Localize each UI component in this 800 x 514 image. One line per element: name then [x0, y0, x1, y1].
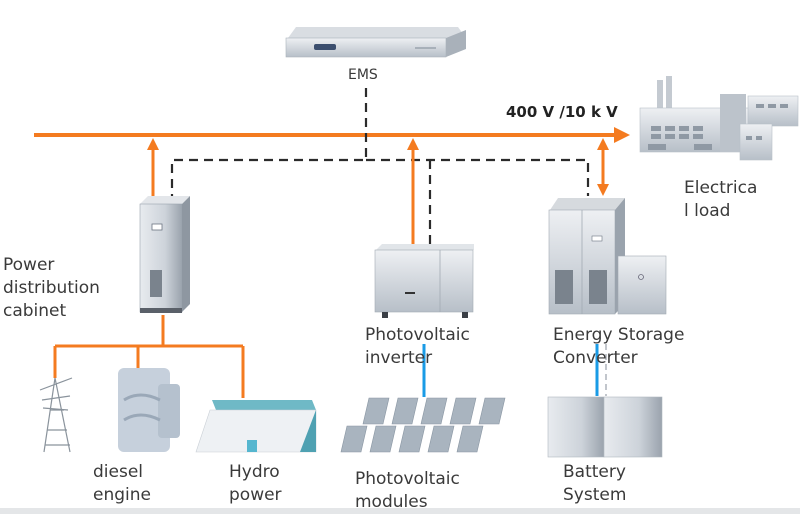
- pv-panel: [427, 425, 455, 453]
- bus-arrow-icon: [614, 127, 630, 143]
- pv-panel: [369, 425, 397, 453]
- power-uplinks: [53, 138, 609, 398]
- pv-modules-label: Photovoltaic modules: [355, 469, 460, 512]
- diesel-engine-icon: [118, 368, 180, 452]
- pv-modules-icon: [340, 397, 506, 453]
- storage-converter-label: Energy Storage Converter: [553, 325, 685, 368]
- pv-inverter-label: Photovoltaic inverter: [365, 325, 470, 368]
- electrical-load-label: Electrica l load: [684, 178, 758, 221]
- dc-lines: [422, 344, 607, 397]
- pv-panel: [398, 425, 426, 453]
- factory-icon: [639, 76, 799, 161]
- ems-label: EMS: [348, 67, 378, 83]
- pv-panel: [456, 425, 484, 453]
- pv-inverter-icon: [374, 244, 474, 318]
- hydro-power-label: Hydro power: [229, 462, 282, 505]
- distribution-cabinet-label: Power distribution cabinet: [3, 255, 100, 321]
- pv-panel: [420, 397, 448, 425]
- pv-panel: [449, 397, 477, 425]
- main-bus: [34, 127, 630, 143]
- diesel-engine-label: diesel engine: [93, 462, 151, 505]
- bus-voltage-label: 400 V /10 k V: [506, 103, 618, 121]
- battery-system-label: Battery System: [563, 462, 627, 505]
- battery-system-icon: [547, 396, 663, 458]
- hydro-power-icon: [195, 400, 317, 453]
- storage-converter-icon: [548, 198, 667, 315]
- pv-panel: [362, 397, 390, 425]
- control-lines: [170, 88, 590, 245]
- grid-tower-icon: [39, 377, 73, 453]
- ems-to-storage-control-line: [366, 158, 590, 196]
- distribution-cabinet-icon: [139, 196, 190, 313]
- bottom-edge: [0, 508, 800, 514]
- pv-panel: [391, 397, 419, 425]
- pv-panel: [478, 397, 506, 425]
- ems-device: [285, 27, 466, 58]
- pv-panel: [340, 425, 368, 453]
- ems-to-cabinet-control-line: [170, 88, 368, 198]
- ems-panel-icon: [314, 44, 336, 50]
